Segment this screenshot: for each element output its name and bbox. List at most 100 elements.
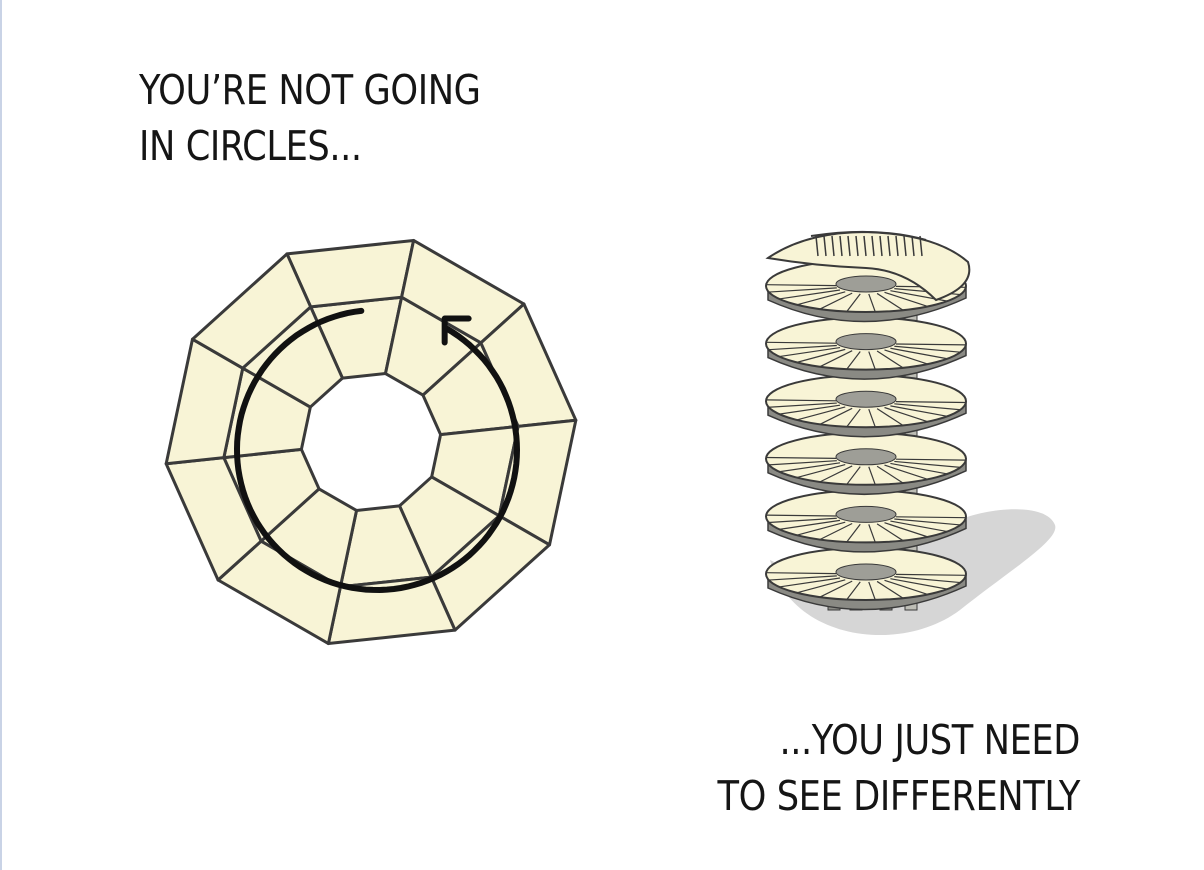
tower-step-line [894,403,961,411]
tower-step-line [884,522,928,538]
tower-step-line [779,404,841,415]
tower-step-line [884,464,928,480]
tower-step-line [868,293,876,313]
tower-step-line [768,460,837,466]
tower-step-line [768,287,837,293]
tower-step-line [846,581,861,600]
tower-step-line [884,349,928,365]
arrow-arc [233,307,521,594]
tower-step-line [819,580,853,598]
top-caption: YOU’RE NOT GOING IN CIRCLES... [139,62,481,174]
tower-step-line [768,575,837,581]
tower-step-line [868,524,876,543]
tower-core-hole [835,563,897,581]
tower-step-line [766,284,837,287]
tower-step-line [868,351,876,370]
tower-step-line [884,406,928,423]
tower-railing-baluster [871,235,875,257]
tower-step-line [890,520,948,533]
tower-railing-baluster [887,235,891,257]
tower-step-line [796,521,846,536]
tower-step-line [768,402,837,408]
bottom-caption: ...YOU JUST NEED TO SEE DIFFERENTLY [633,712,1081,824]
tower-step-line [846,466,861,485]
tower-step-line [884,579,928,596]
tower-railing-baluster [863,235,867,257]
tower-step-line [819,407,853,425]
tower-step-line [796,291,846,306]
tower-step-line [894,576,961,584]
tower-step-line [779,462,841,473]
ring-outer-tile [190,252,313,370]
tower-core-hole [835,390,897,408]
tower-railing-baluster [823,235,827,257]
tower-step-line [890,347,948,360]
tower-step-line [846,523,861,543]
tower-step-line [796,406,846,421]
tower-step-line [768,517,837,524]
tower-core-hole [835,505,897,523]
bottom-caption-line-2: TO SEE DIFFERENTLY [717,772,1081,820]
tower-step-line [876,580,904,599]
tower-step-line [876,292,904,311]
tower-step-line [868,466,876,485]
tower-step-line [766,456,837,460]
tower-railing-baluster [895,235,899,257]
tower-railing-top [810,230,927,241]
circular-arrow-icon [233,307,521,594]
tower-step-line [819,350,853,368]
tower-core-hole [835,448,897,466]
tower-step-line [796,579,846,594]
tower-core-hole [835,333,897,351]
tower-step-line [796,463,846,479]
bottom-caption-line-1: ...YOU JUST NEED [779,716,1080,764]
tower-step-line [895,516,966,519]
tower-railing-baluster [903,235,907,257]
tower-railing-baluster [879,235,883,257]
left-border [0,0,2,870]
tower-step-line [884,291,928,308]
tower-step-line [895,458,966,461]
tower-step-line [890,578,948,590]
tower-step-line [890,405,948,417]
tower-step-line [894,460,961,468]
tower-step-line [779,346,841,358]
tower-step-line [890,462,948,475]
tower-step-line [868,408,876,428]
ring-top-view [164,238,578,646]
tower-step-line [895,343,966,346]
tower-step-line [819,522,853,541]
tower-step-line [766,514,837,517]
tower-railing-baluster [815,235,819,257]
tower-step-line [779,519,841,530]
tower-railing-baluster [839,235,843,257]
tower-step-line [846,408,861,428]
tower-step-line [846,351,861,370]
tower-railing-baluster [831,235,835,257]
tower-railing-baluster [855,235,859,257]
tower-step-line [894,518,961,526]
tower-step-line [846,293,861,312]
tower-step-line [819,292,853,310]
tower-step-line [876,350,904,369]
tower-railing-baluster [911,235,915,257]
tower-step-line [895,400,966,404]
top-caption-line-2: IN CIRCLES... [139,122,362,170]
tower-step-line [876,408,904,426]
tower-core-hole [835,275,897,293]
tower-step-line [768,344,837,351]
tower-step-line [766,341,837,344]
tower-step-line [894,345,961,353]
tower-step-line [868,581,876,601]
tower-step-line [766,572,837,575]
top-caption-line-1: YOU’RE NOT GOING [139,66,481,114]
tower-step-line [779,289,841,300]
tower-step-line [876,523,904,542]
tower-step-line [766,399,837,402]
tower-step-line [895,573,966,576]
tower-step-line [819,465,853,483]
arrow-head [441,315,472,346]
tower-step-line [876,465,904,484]
spiral-staircase-tower [765,230,1056,636]
